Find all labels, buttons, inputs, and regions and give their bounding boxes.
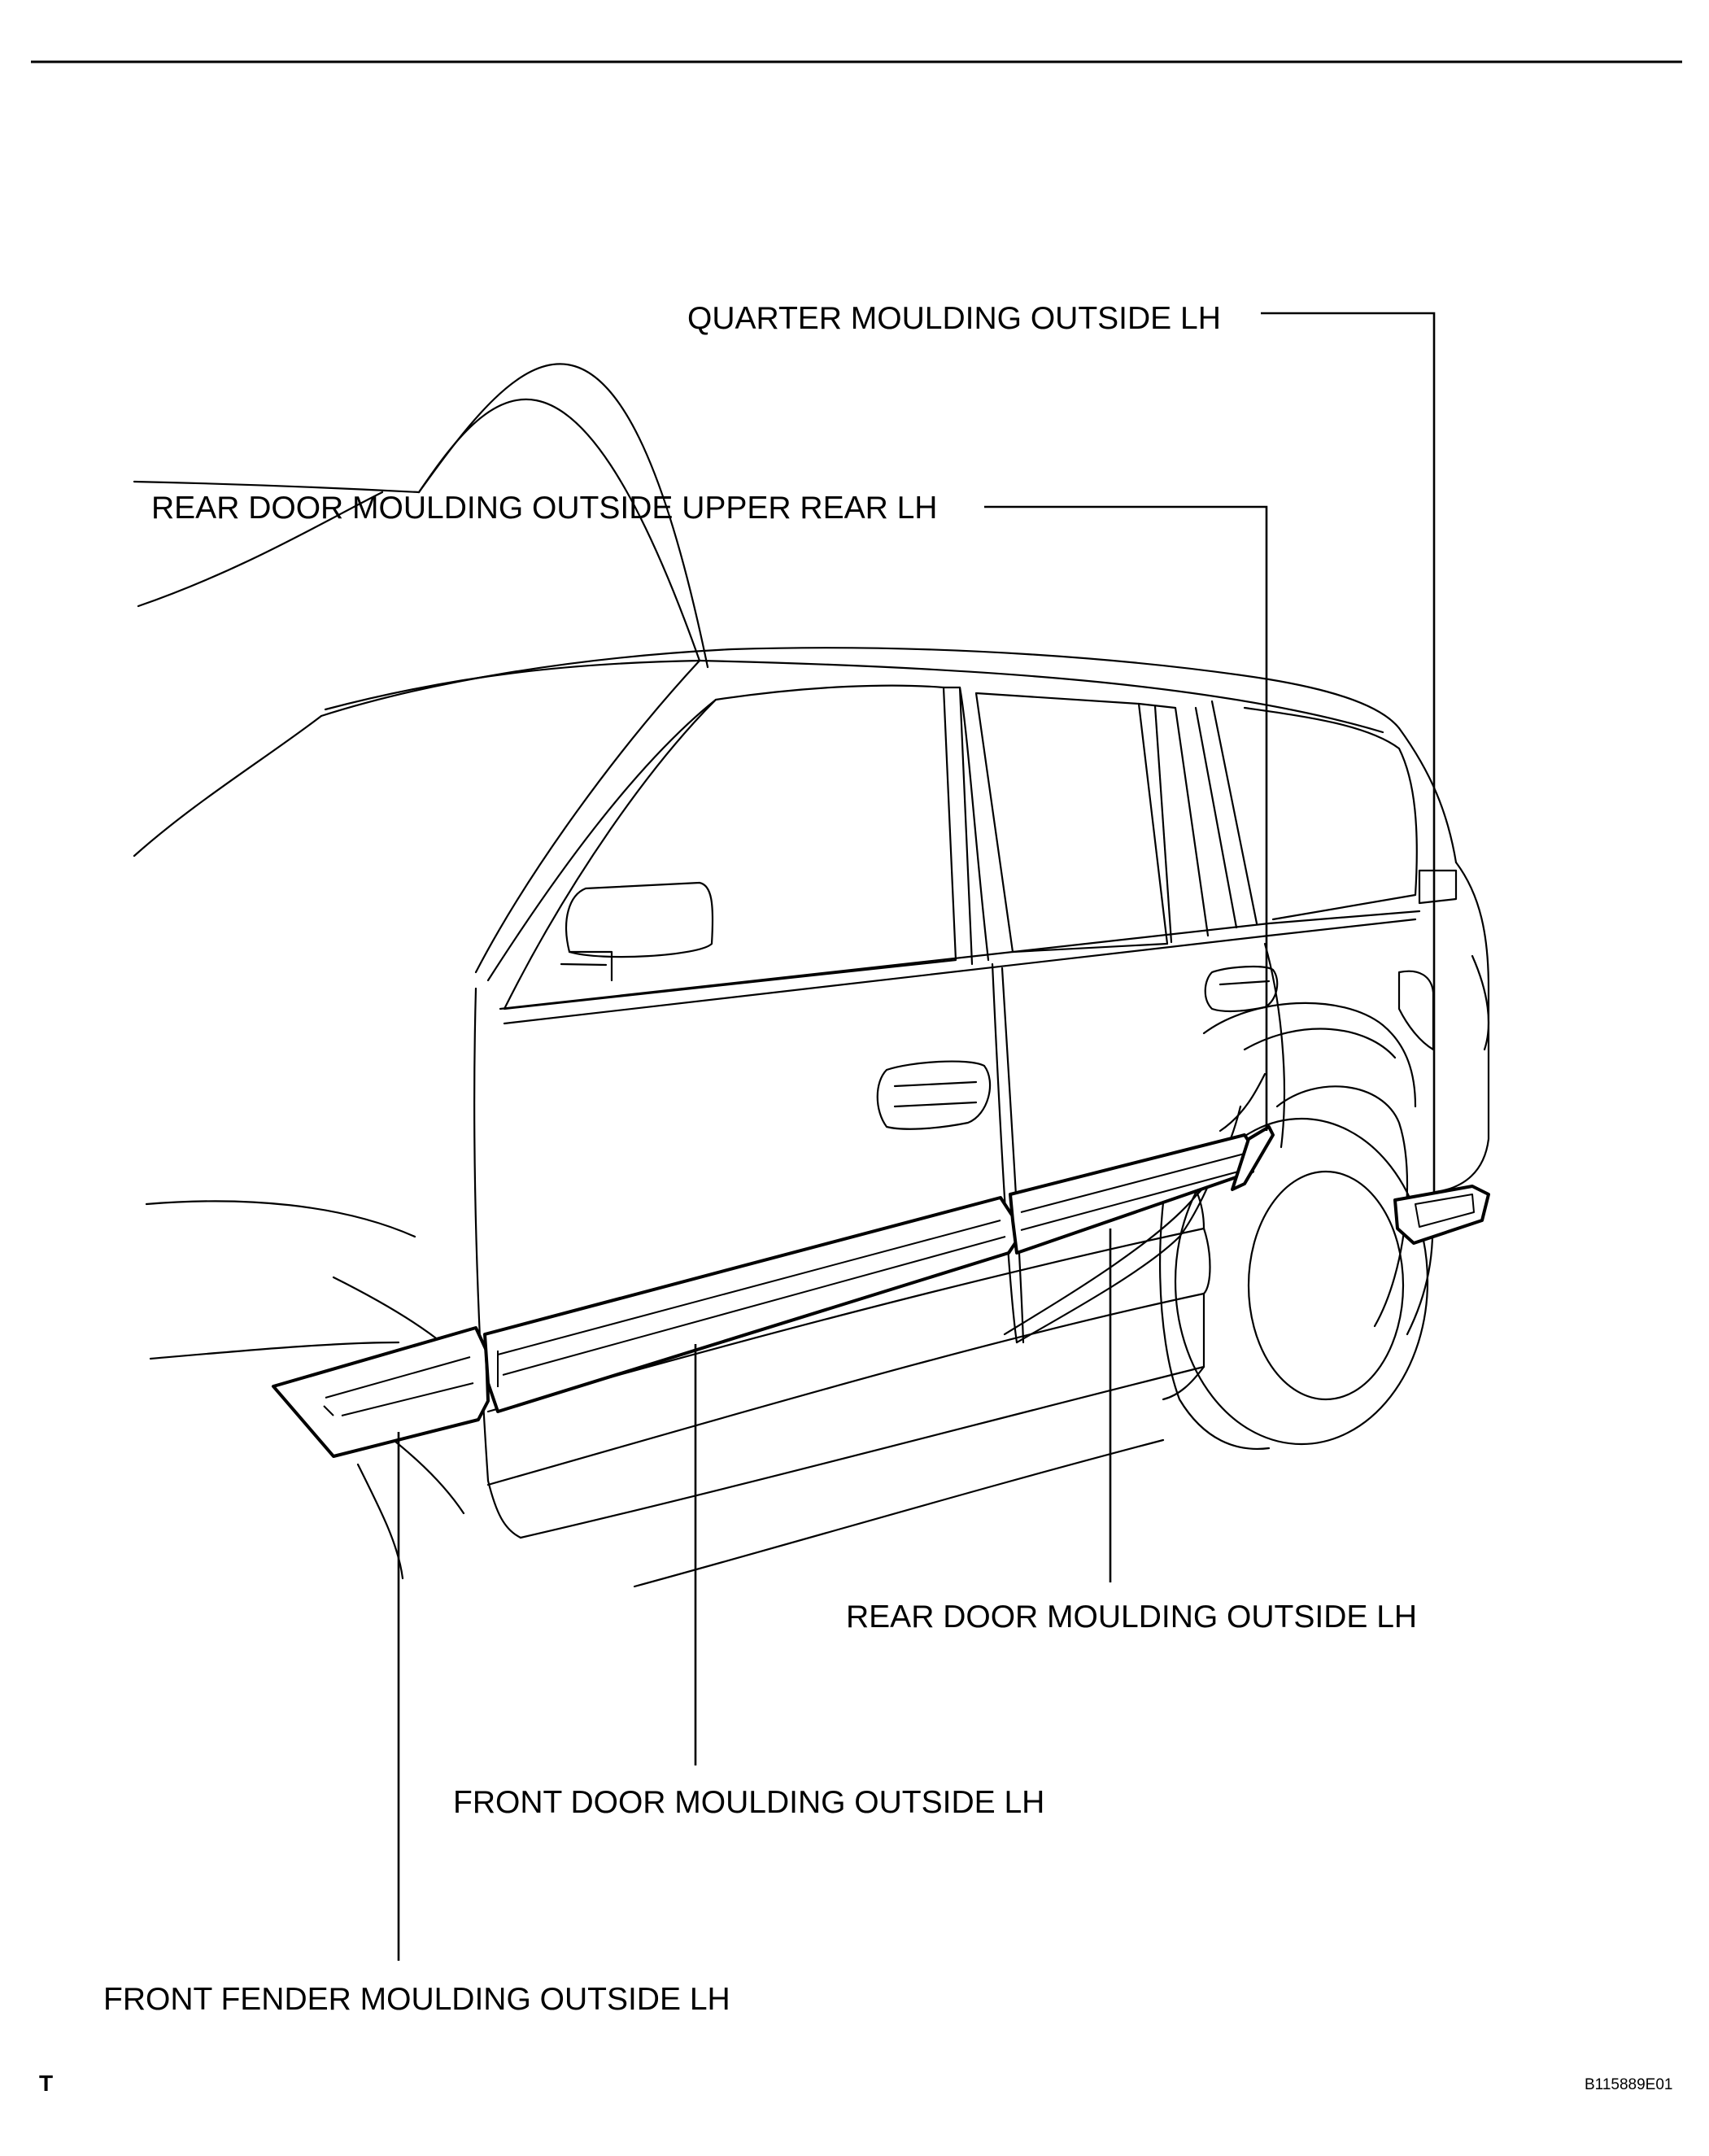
- front-fender-moulding: [272, 1326, 490, 1458]
- front-door-moulding: [483, 1196, 1018, 1413]
- mouldings: [272, 1125, 1490, 1458]
- leader-rear-upper: [984, 505, 1268, 1131]
- label-front-fender-moulding: FRONT FENDER MOULDING OUTSIDE LH: [103, 1982, 730, 2017]
- quarter-moulding: [1393, 1185, 1490, 1245]
- vehicle-side-view: [133, 363, 1490, 1588]
- label-quarter-moulding: QUARTER MOULDING OUTSIDE LH: [687, 301, 1221, 336]
- label-front-door-moulding: FRONT DOOR MOULDING OUTSIDE LH: [453, 1785, 1044, 1820]
- leader-lines: [397, 312, 1436, 1961]
- label-rear-door-upper-rear: REAR DOOR MOULDING OUTSIDE UPPER REAR LH: [151, 491, 937, 526]
- label-rear-door-moulding: REAR DOOR MOULDING OUTSIDE LH: [846, 1600, 1417, 1634]
- corner-mark: T: [39, 2071, 53, 2096]
- rear-door-moulding: [1009, 1133, 1254, 1255]
- leader-quarter: [1261, 312, 1436, 1194]
- figure-code: B115889E01: [1585, 2076, 1672, 2093]
